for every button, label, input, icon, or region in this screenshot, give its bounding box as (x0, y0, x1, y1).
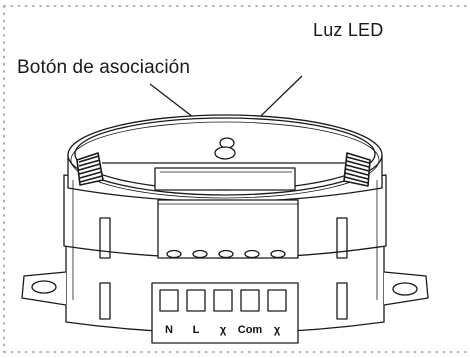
side-slot-lower-right (336, 282, 348, 320)
terminal-label-n: N (165, 324, 173, 336)
grip-ribs-left (76, 152, 104, 186)
terminal-label-chi-2: χ (274, 324, 281, 336)
terminal-labels: N L χ Com χ (165, 324, 281, 336)
led-light (214, 146, 236, 160)
terminal-label-com: Com (238, 324, 263, 336)
terminal-screws (159, 289, 287, 312)
side-slot-upper-right (336, 217, 348, 259)
terminal-label-l: L (193, 324, 200, 336)
terminal-block (151, 282, 299, 344)
side-slot-upper-left (99, 217, 111, 259)
central-recess (157, 199, 299, 259)
mounting-tab-left (21, 271, 67, 306)
grip-ribs-right (343, 152, 371, 187)
terminal-label-chi-1: χ (220, 324, 227, 336)
mounting-tab-right (383, 271, 429, 306)
association-button-label: Botón de asociación (17, 57, 191, 78)
screw-holes (166, 249, 286, 259)
led-label: Luz LED (313, 20, 384, 40)
label-slot (154, 167, 296, 191)
dotted-border (3, 5, 467, 353)
side-slot-lower-left (99, 282, 111, 320)
